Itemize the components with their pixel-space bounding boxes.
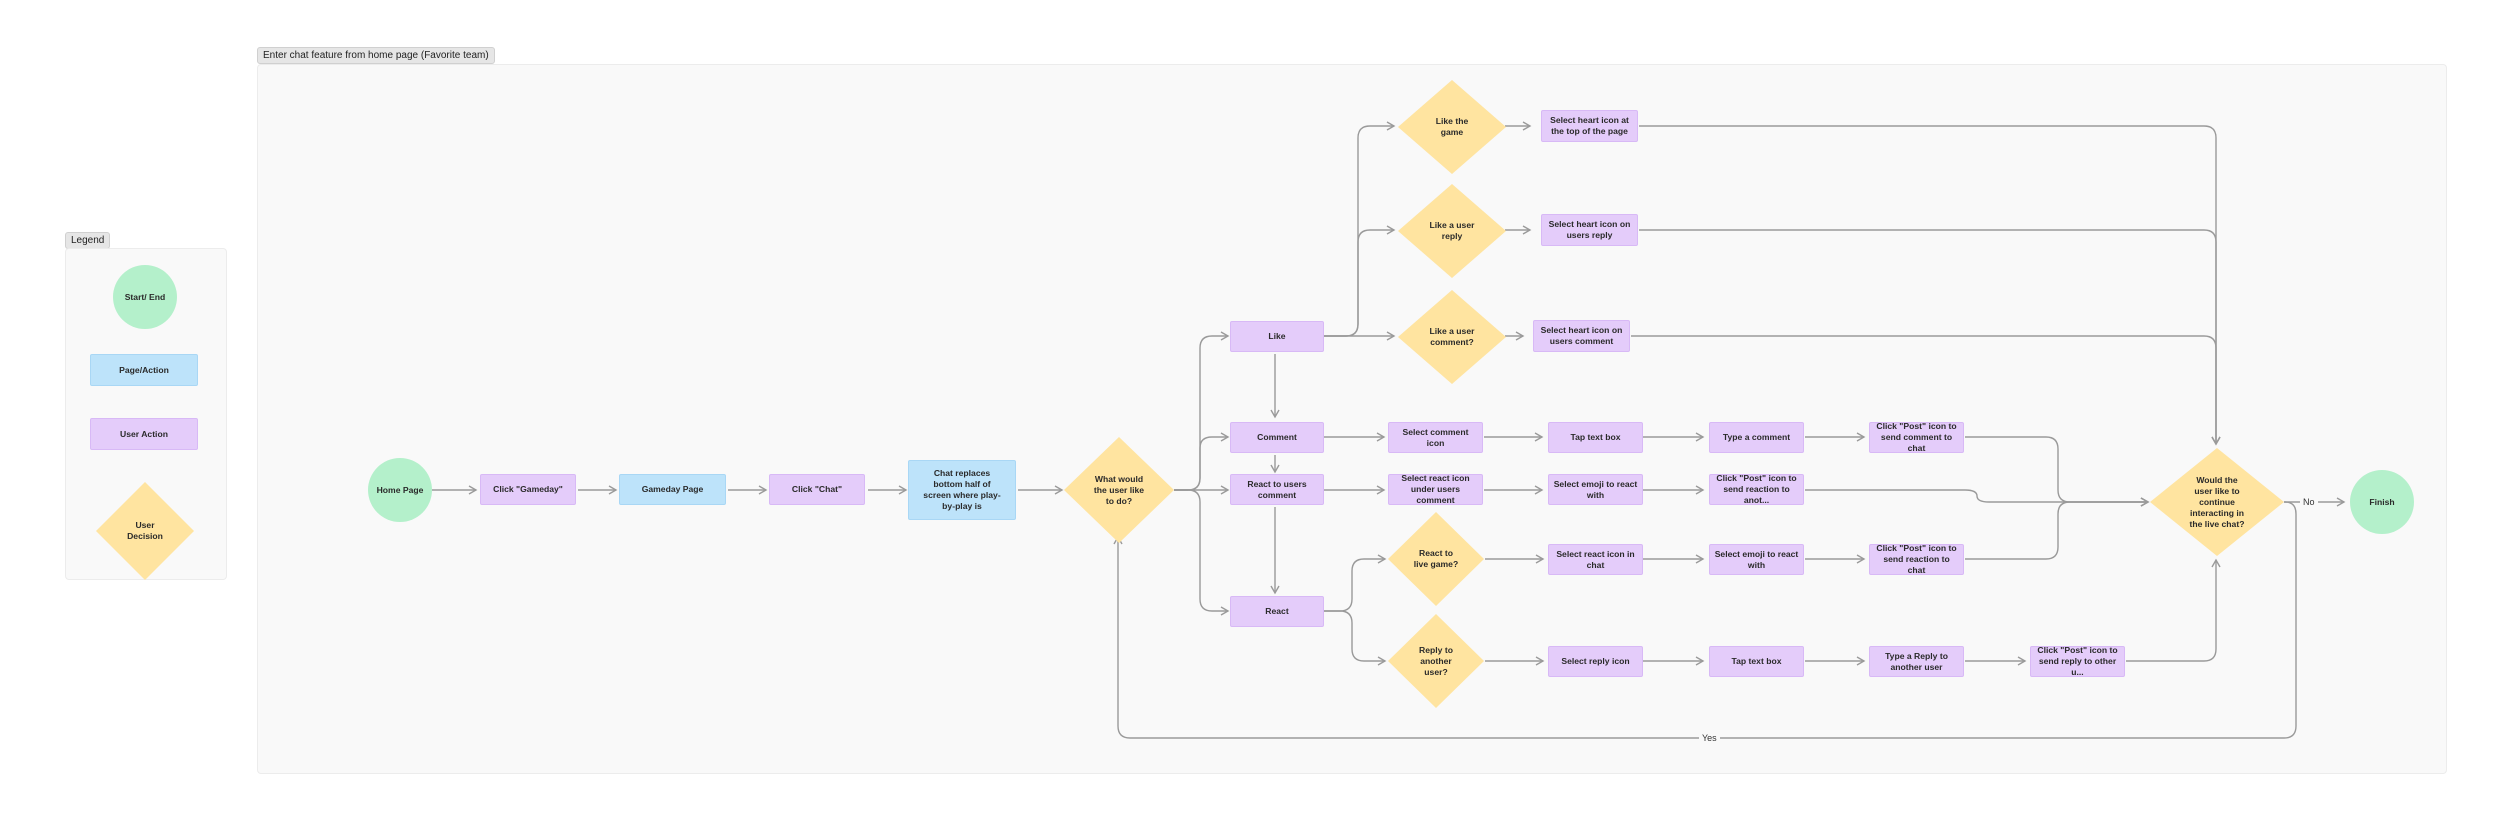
node-chat-replaces[interactable]: Chat replaces bottom half of screen wher…: [908, 460, 1016, 520]
diamond-shape: [1398, 80, 1506, 174]
decision-continue-interacting-label: Would the user like to continue interact…: [2189, 474, 2245, 529]
diamond-shape: [1064, 437, 1174, 543]
edge-post-comment-to-final: [1965, 436, 2150, 507]
node-select-emoji-2[interactable]: Select emoji to react with: [1709, 544, 1804, 575]
edge-like-to-like-reply: [1323, 225, 1396, 337]
node-type-reply[interactable]: Type a Reply to another user: [1869, 646, 1964, 677]
decision-react-to-live-game-label: React to live game?: [1413, 548, 1459, 569]
node-select-comment-icon[interactable]: Select comment icon: [1388, 422, 1483, 453]
legend-start-end[interactable]: Start/ End: [113, 265, 177, 329]
decision-react-to-live-game[interactable]: React to live game?: [1388, 512, 1484, 606]
decision-reply-to-another-user-label: Reply to another user?: [1419, 644, 1453, 677]
node-type-comment[interactable]: Type a comment: [1709, 422, 1804, 453]
edge-post-reaction-to-final: [1805, 489, 2150, 507]
diamond-shape: [1398, 290, 1506, 384]
node-like[interactable]: Like: [1230, 321, 1324, 352]
diamond-shape: [96, 482, 194, 580]
node-react[interactable]: React: [1230, 596, 1324, 627]
edge-decision-to-comment: [1174, 432, 1230, 491]
node-click-chat[interactable]: Click "Chat": [769, 474, 865, 505]
node-select-emoji-1[interactable]: Select emoji to react with: [1548, 474, 1643, 505]
node-click-post-comment[interactable]: Click "Post" icon to send comment to cha…: [1869, 421, 1964, 453]
decision-like-the-game[interactable]: Like the game: [1398, 80, 1506, 174]
node-gameday-page[interactable]: Gameday Page: [619, 474, 726, 505]
node-click-post-reaction-anot[interactable]: Click "Post" icon to send reaction to an…: [1709, 473, 1804, 505]
node-tap-text-box-1[interactable]: Tap text box: [1548, 422, 1643, 453]
diamond-shape: [1398, 184, 1506, 278]
decision-like-the-game-label: Like the game: [1435, 116, 1469, 137]
edge-decision-to-like: [1174, 331, 1230, 491]
legend-user-decision-label: User Decision: [127, 520, 163, 541]
node-select-react-chat[interactable]: Select react icon in chat: [1548, 544, 1643, 575]
edge-react-to-reply-user: [1323, 610, 1387, 666]
node-tap-text-box-2[interactable]: Tap text box: [1709, 646, 1804, 677]
node-home-page[interactable]: Home Page: [368, 458, 432, 522]
decision-like-user-comment[interactable]: Like a user comment?: [1398, 290, 1506, 384]
edge-react-to-live-game: [1323, 554, 1387, 612]
edge-heart-top-to-final: [1639, 125, 2221, 446]
decision-what-would-user[interactable]: What would the user like to do?: [1064, 437, 1174, 543]
legend-user-action[interactable]: User Action: [90, 418, 198, 450]
decision-like-user-reply-label: Like a user reply: [1429, 220, 1475, 241]
node-click-post-reply[interactable]: Click "Post" icon to send reply to other…: [2030, 645, 2125, 677]
edge-post-chat-to-final: [1965, 497, 2150, 560]
edge-decision-to-react: [1174, 489, 1230, 616]
edge-post-reply-to-final: [2126, 558, 2221, 662]
legend-page-action[interactable]: Page/Action: [90, 354, 198, 386]
node-select-heart-reply[interactable]: Select heart icon on users reply: [1541, 214, 1638, 246]
node-click-post-reaction-chat[interactable]: Click "Post" icon to send reaction to ch…: [1869, 543, 1964, 575]
node-select-heart-top[interactable]: Select heart icon at the top of the page: [1541, 110, 1638, 142]
edge-label-yes: Yes: [1699, 733, 1720, 744]
frame-title: Enter chat feature from home page (Favor…: [257, 47, 495, 64]
node-select-react-under[interactable]: Select react icon under users comment: [1388, 473, 1483, 505]
diamond-shape: [1388, 614, 1484, 708]
edge-final-yes-loop: [1113, 501, 2297, 739]
diamond-shape: [1388, 512, 1484, 606]
decision-like-user-comment-label: Like a user comment?: [1429, 326, 1475, 347]
edge-heart-comment-to-final: [1631, 335, 2221, 446]
node-react-to-users-comment[interactable]: React to users comment: [1230, 474, 1324, 505]
node-click-gameday[interactable]: Click "Gameday": [480, 474, 576, 505]
diamond-shape: [2150, 448, 2284, 556]
node-select-heart-comment[interactable]: Select heart icon on users comment: [1533, 320, 1630, 352]
node-finish[interactable]: Finish: [2350, 470, 2414, 534]
decision-like-user-reply[interactable]: Like a user reply: [1398, 184, 1506, 278]
edge-heart-reply-to-final: [1639, 229, 2221, 446]
node-select-reply-icon[interactable]: Select reply icon: [1548, 646, 1643, 677]
decision-reply-to-another-user[interactable]: Reply to another user?: [1388, 614, 1484, 708]
edge-label-no: No: [2300, 497, 2318, 508]
decision-what-would-user-label: What would the user like to do?: [1093, 473, 1145, 506]
legend-user-decision[interactable]: User Decision: [96, 482, 194, 580]
decision-continue-interacting[interactable]: Would the user like to continue interact…: [2150, 448, 2284, 556]
node-comment[interactable]: Comment: [1230, 422, 1324, 453]
